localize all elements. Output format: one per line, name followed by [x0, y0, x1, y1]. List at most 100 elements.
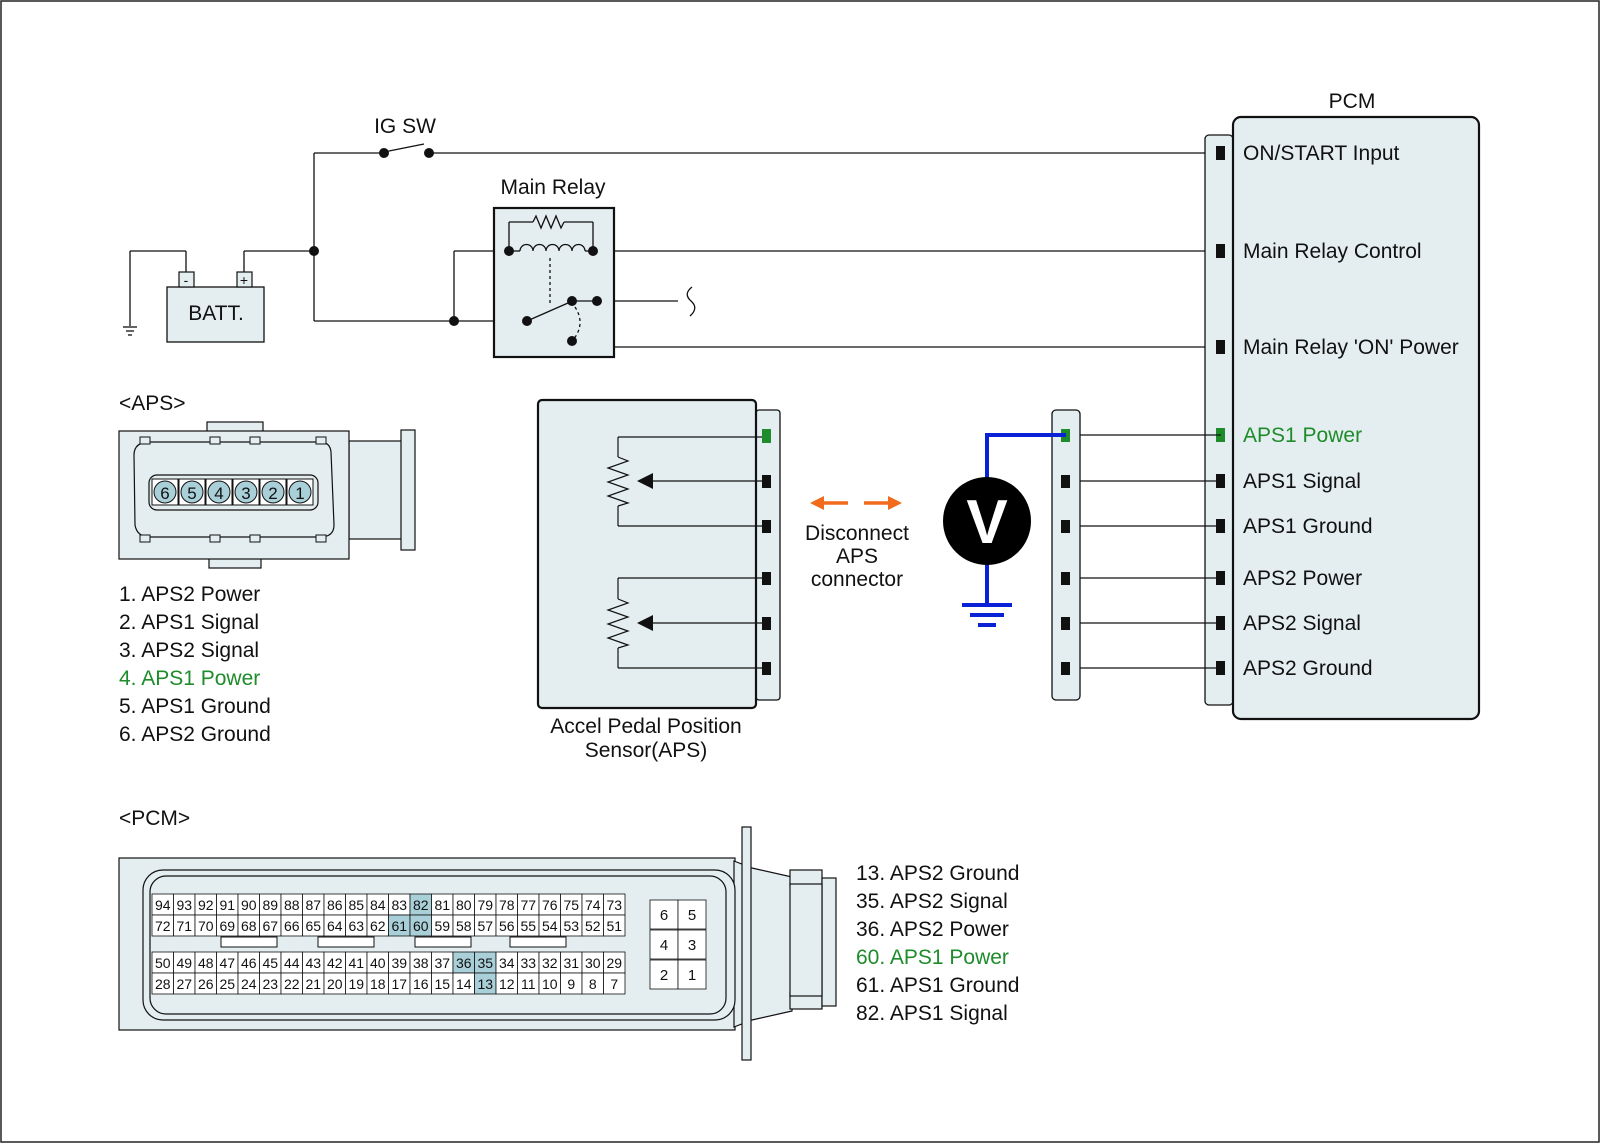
pcm-pin-number: 77	[520, 897, 536, 913]
junction-dot	[309, 246, 319, 256]
pcm-pin-number: 87	[305, 897, 321, 913]
pcm-small-pin-cell	[649, 959, 679, 990]
pcm-pin-number: 84	[370, 897, 386, 913]
pcm-legend-item: 60. APS1 Power	[856, 946, 1009, 969]
aps-pin-number: 5	[187, 484, 196, 503]
ig-sw-contact-right	[424, 148, 434, 158]
pcm-small-pin-number: 3	[688, 937, 696, 954]
pcm-pin-number: 30	[585, 955, 601, 971]
aps-legend-item: 4. APS1 Power	[119, 667, 260, 690]
aps-pin-circle	[261, 480, 285, 504]
pcm-pin-label: Main Relay Control	[1243, 240, 1422, 263]
pcm-pin-number: 34	[499, 955, 515, 971]
aps-sensor-icon	[536, 398, 781, 710]
pcm-pin-number: 25	[219, 976, 235, 992]
pcm-pin-number: 31	[563, 955, 579, 971]
pcm-pin-number: 39	[391, 955, 407, 971]
aps-pin-circle	[234, 480, 258, 504]
aps-pin-circle	[207, 480, 231, 504]
pcm-pin-number: 42	[327, 955, 343, 971]
pcm-pin-number: 56	[499, 918, 515, 934]
battery-label: BATT.	[188, 302, 244, 325]
pcm-pin-number: 26	[198, 976, 214, 992]
pcm-pin-number: 16	[413, 976, 429, 992]
pcm-pin-number: 33	[520, 955, 536, 971]
pcm-small-pin-cell	[649, 929, 679, 960]
pcm-small-pin-cell	[649, 899, 679, 930]
pcm-pin-number: 68	[241, 918, 257, 934]
aps-connector-title: <APS>	[119, 392, 186, 415]
pcm-pin-label: APS2 Ground	[1243, 657, 1373, 680]
pcm-small-pin-cell	[677, 959, 707, 990]
pcm-pin-number: 91	[219, 897, 235, 913]
pcm-pin-number: 78	[499, 897, 515, 913]
pcm-small-pin-number: 4	[660, 937, 668, 954]
pcm-pin-number: 52	[585, 918, 601, 934]
pcm-pin-number: 32	[542, 955, 558, 971]
pcm-pin-number: 71	[176, 918, 192, 934]
pcm-pin-number: 69	[219, 918, 235, 934]
pcm-pin-cell	[603, 914, 626, 937]
pcm-pin-number: 82	[413, 897, 429, 913]
voltmeter-probe-wire	[962, 433, 1066, 627]
aps-legend-item: 3. APS2 Signal	[119, 639, 259, 662]
pcm-title: PCM	[1329, 90, 1376, 113]
pcm-pin-label: APS1 Power	[1243, 424, 1362, 447]
pcm-pin-number: 62	[370, 918, 386, 934]
aps-pin-circle	[180, 480, 204, 504]
pcm-pin-number: 41	[348, 955, 364, 971]
pcm-pin-number: 89	[262, 897, 278, 913]
pcm-pin-number: 38	[413, 955, 429, 971]
pcm-connector-latches	[220, 936, 567, 948]
junction-dot	[449, 316, 459, 326]
pcm-pin-number: 63	[348, 918, 364, 934]
pcm-small-pin-cell	[677, 929, 707, 960]
pcm-pin-number: 27	[176, 976, 192, 992]
pcm-small-pin-number: 1	[688, 967, 696, 984]
disconnect-arrows-icon	[810, 496, 902, 510]
pcm-pin-number: 94	[155, 897, 171, 913]
pcm-pin-number: 10	[542, 976, 558, 992]
pcm-pin-number: 18	[370, 976, 386, 992]
pcm-pin-number: 9	[567, 976, 575, 992]
aps-connector-tabs	[139, 436, 327, 543]
pcm-small-pin-number: 2	[660, 967, 668, 984]
pcm-pin-number: 80	[456, 897, 472, 913]
pcm-pin-label: APS1 Signal	[1243, 470, 1361, 493]
pcm-pin-cell	[603, 972, 626, 995]
main-relay-label: Main Relay	[500, 176, 606, 199]
pcm-pin-number: 83	[391, 897, 407, 913]
sensor-caption-line1: Accel Pedal Position	[550, 715, 741, 738]
pcm-block	[1204, 115, 1481, 721]
pcm-pin-number: 76	[542, 897, 558, 913]
aps-legend-item: 1. APS2 Power	[119, 583, 260, 606]
ig-sw-contact-left	[379, 148, 389, 158]
battery-plus-label: +	[240, 272, 248, 288]
aps-pin-number: 2	[268, 484, 277, 503]
pcm-pin-terminal	[1216, 340, 1225, 354]
pcm-pin-number: 50	[155, 955, 171, 971]
pcm-legend-item: 35. APS2 Signal	[856, 890, 1008, 913]
pcm-pin-number: 88	[284, 897, 300, 913]
pcm-pin-number: 67	[262, 918, 278, 934]
pcm-pin-number: 13	[477, 976, 493, 992]
pcm-pin-number: 72	[155, 918, 171, 934]
harness-connector-icon	[1051, 409, 1081, 701]
pcm-pin-number: 22	[284, 976, 300, 992]
pcm-pin-number: 73	[606, 897, 622, 913]
pcm-connector-title: <PCM>	[119, 807, 190, 830]
pcm-pin-number: 15	[434, 976, 450, 992]
pcm-pin-terminal	[1216, 146, 1225, 160]
pcm-pin-number: 74	[585, 897, 601, 913]
pcm-pin-number: 21	[305, 976, 321, 992]
pcm-pin-number: 54	[542, 918, 558, 934]
pcm-pin-number: 24	[241, 976, 257, 992]
pcm-pin-number: 70	[198, 918, 214, 934]
pcm-pin-number: 35	[477, 955, 493, 971]
pcm-pin-number: 17	[391, 976, 407, 992]
pcm-pin-number: 40	[370, 955, 386, 971]
pcm-pin-number: 85	[348, 897, 364, 913]
